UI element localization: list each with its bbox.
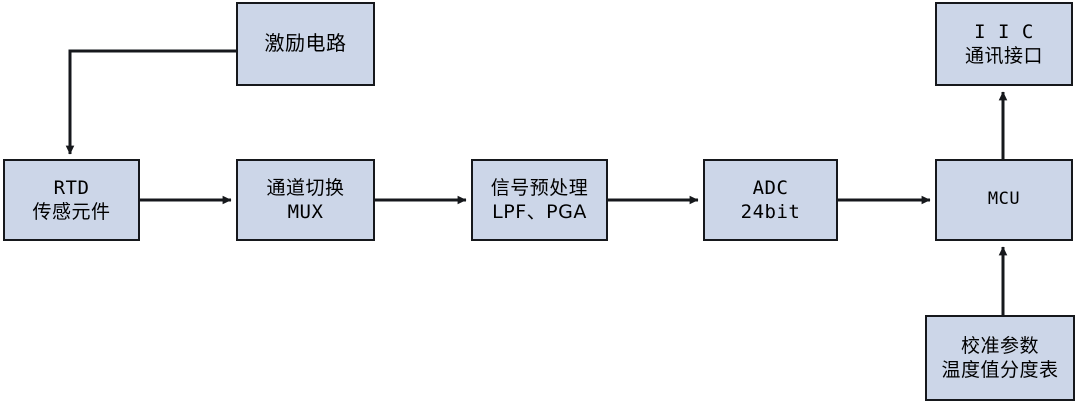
block-signal-preprocessing-line-2: LPF、PGA bbox=[492, 201, 587, 223]
block-channel-mux-line-2: MUX bbox=[287, 201, 324, 223]
block-mcu[interactable]: MCU bbox=[935, 159, 1073, 241]
block-adc-line-2: 24bit bbox=[740, 201, 801, 223]
block-channel-mux-line-1: 通道切换 bbox=[266, 176, 345, 199]
edge-excitation-to-rtd bbox=[65, 49, 236, 155]
block-excitation-circuit-line-1: 激励电路 bbox=[264, 31, 347, 56]
block-adc[interactable]: ADC 24bit bbox=[703, 159, 838, 241]
block-signal-preprocessing[interactable]: 信号预处理 LPF、PGA bbox=[471, 159, 608, 241]
block-calibration-table-line-1: 校准参数 bbox=[960, 334, 1039, 357]
block-rtd-sensor[interactable]: RTD 传感元件 bbox=[3, 159, 140, 241]
block-rtd-sensor-line-1: RTD bbox=[53, 176, 90, 199]
block-iic-interface[interactable]: I I C 通讯接口 bbox=[935, 2, 1073, 86]
block-iic-interface-line-2: 通讯接口 bbox=[964, 45, 1043, 67]
block-mcu-line-1: MCU bbox=[987, 189, 1021, 210]
block-excitation-circuit[interactable]: 激励电路 bbox=[236, 2, 375, 86]
block-calibration-table[interactable]: 校准参数 温度值分度表 bbox=[925, 315, 1075, 401]
block-adc-line-1: ADC bbox=[752, 176, 789, 199]
block-calibration-table-line-2: 温度值分度表 bbox=[941, 359, 1059, 381]
block-signal-preprocessing-line-1: 信号预处理 bbox=[490, 176, 589, 199]
block-channel-mux[interactable]: 通道切换 MUX bbox=[236, 159, 375, 241]
block-rtd-sensor-line-2: 传感元件 bbox=[32, 201, 111, 223]
block-iic-interface-line-1: I I C bbox=[974, 20, 1034, 43]
